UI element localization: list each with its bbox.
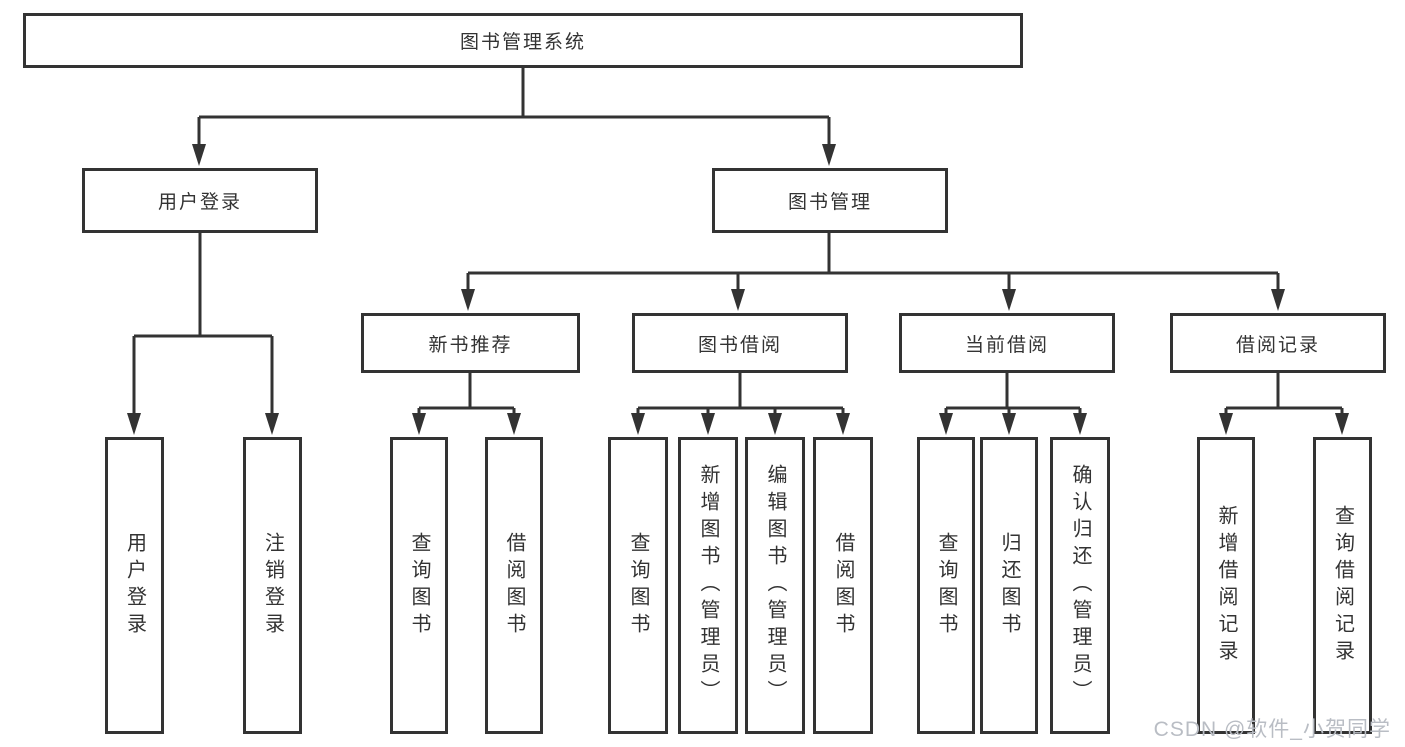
leaf-borrow-books-2: 借阅图书 xyxy=(813,437,873,734)
leaf-edit-books-admin-label: 编辑图书（管理员） xyxy=(764,464,786,707)
node-user-login: 用户登录 xyxy=(82,168,318,233)
node-book-management: 图书管理 xyxy=(712,168,948,233)
leaf-borrow-books-2-label: 借阅图书 xyxy=(832,531,854,640)
node-borrow-records-label: 借阅记录 xyxy=(1235,334,1320,356)
leaf-query-books-3: 查询图书 xyxy=(917,437,975,734)
leaf-logout-label: 注销登录 xyxy=(261,531,284,640)
node-current-borrowing-label: 当前借阅 xyxy=(964,334,1049,356)
leaf-query-books-1-label: 查询图书 xyxy=(408,531,430,640)
leaf-user-login-label: 用户登录 xyxy=(123,531,146,640)
leaf-edit-books-admin: 编辑图书（管理员） xyxy=(745,437,805,734)
leaf-return-books: 归还图书 xyxy=(980,437,1038,734)
leaf-query-books-3-label: 查询图书 xyxy=(935,531,957,640)
leaf-query-books-1: 查询图书 xyxy=(390,437,448,734)
node-book-borrowing: 图书借阅 xyxy=(632,313,848,373)
leaf-query-borrow-record: 查询借阅记录 xyxy=(1313,437,1372,734)
node-root: 图书管理系统 xyxy=(23,13,1023,68)
leaf-confirm-return-admin: 确认归还（管理员） xyxy=(1050,437,1110,734)
leaf-borrow-books-1-label: 借阅图书 xyxy=(503,531,525,640)
leaf-query-books-2-label: 查询图书 xyxy=(627,531,649,640)
leaf-add-books-admin: 新增图书（管理员） xyxy=(678,437,738,734)
node-user-login-label: 用户登录 xyxy=(157,192,242,213)
node-new-book-recommend-label: 新书推荐 xyxy=(428,334,513,356)
leaf-query-borrow-record-label: 查询借阅记录 xyxy=(1331,504,1354,667)
arrowheads xyxy=(127,144,1349,435)
node-book-borrowing-label: 图书借阅 xyxy=(697,334,782,356)
node-book-management-label: 图书管理 xyxy=(787,192,872,213)
leaf-borrow-books-1: 借阅图书 xyxy=(485,437,543,734)
leaf-confirm-return-admin-label: 确认归还（管理员） xyxy=(1069,464,1091,707)
leaf-logout: 注销登录 xyxy=(243,437,302,734)
node-current-borrowing: 当前借阅 xyxy=(899,313,1115,373)
leaf-return-books-label: 归还图书 xyxy=(998,531,1020,640)
node-root-label: 图书管理系统 xyxy=(459,32,586,53)
leaf-add-borrow-record-label: 新增借阅记录 xyxy=(1215,504,1237,667)
node-new-book-recommend: 新书推荐 xyxy=(361,313,580,373)
leaf-add-borrow-record: 新增借阅记录 xyxy=(1197,437,1255,734)
csdn-watermark: CSDN @软件_小贺同学 xyxy=(1153,718,1391,741)
leaf-query-books-2: 查询图书 xyxy=(608,437,668,734)
node-borrow-records: 借阅记录 xyxy=(1170,313,1386,373)
leaf-add-books-admin-label: 新增图书（管理员） xyxy=(697,464,719,707)
leaf-user-login: 用户登录 xyxy=(105,437,164,734)
